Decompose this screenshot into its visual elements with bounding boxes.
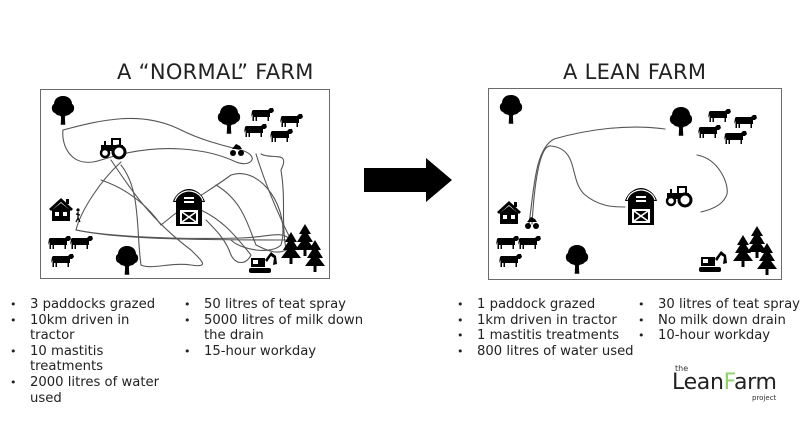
barn-icon: [172, 188, 206, 227]
normal-farm-stats-col2: 50 litres of teat spray 5000 litres of m…: [182, 297, 372, 359]
stat-item: 1km driven in tractor: [455, 313, 645, 329]
lean-farm-stats-col2: 30 litres of teat spray No milk down dra…: [636, 297, 800, 344]
tree-icon: [499, 94, 523, 124]
cow-icon: [734, 115, 757, 128]
cow-icon: [270, 129, 293, 142]
cow-icon: [499, 254, 522, 267]
person-icon: [75, 207, 81, 223]
stat-item: 50 litres of teat spray: [182, 297, 372, 313]
pine-trees-icon: [733, 226, 777, 275]
stat-item: 1 paddock grazed: [455, 297, 645, 313]
stat-item: 5000 litres of milk down the drain: [182, 313, 364, 344]
lean-farm-map: [488, 88, 782, 280]
tractor-route: [100, 173, 284, 251]
tractor-route: [75, 229, 292, 241]
tractor-route: [696, 154, 728, 213]
cow-icon: [244, 124, 267, 137]
cow-icon: [708, 109, 731, 122]
tractor-icon: [665, 184, 693, 208]
cow-icon: [518, 236, 541, 249]
house-icon: [49, 198, 73, 221]
stat-item: 10km driven in tractor: [8, 313, 178, 344]
normal-farm-map: [40, 89, 330, 279]
cow-icon: [724, 131, 747, 144]
cow-icon: [251, 108, 274, 121]
pine-trees-icon: [281, 224, 325, 272]
stat-item: 30 litres of teat spray: [636, 297, 800, 313]
stat-item: 1 mastitis treatments: [455, 328, 645, 344]
tree-icon: [115, 245, 139, 275]
normal-farm-title: A “NORMAL” FARM: [117, 60, 314, 84]
tree-icon: [565, 244, 589, 274]
logo-lean: Lean: [672, 370, 724, 395]
right-arrow-icon: [364, 158, 452, 202]
leanfarm-logo: the LeanFarm project: [672, 364, 792, 404]
house-icon: [497, 201, 521, 224]
stat-item: 2000 litres of water used: [8, 375, 160, 406]
tractor-route: [528, 126, 666, 225]
cow-icon: [496, 236, 519, 249]
cow-icon: [48, 236, 71, 249]
cow-icon: [51, 254, 74, 267]
tractor-icon: [99, 136, 127, 160]
stat-item: No milk down drain: [636, 313, 800, 329]
tractor-route: [110, 159, 203, 268]
normal-farm-stats-col1: 3 paddocks grazed 10km driven in tractor…: [8, 297, 178, 406]
tree-icon: [51, 95, 75, 125]
tree-icon: [217, 104, 241, 134]
logo-arm: arm: [733, 370, 777, 395]
stat-item: 10-hour workday: [636, 328, 800, 344]
logo-wordmark: LeanFarm: [672, 370, 777, 395]
stat-item: 15-hour workday: [182, 344, 372, 360]
logo-f: F: [723, 370, 735, 395]
lean-farm-title: A LEAN FARM: [563, 60, 707, 84]
stat-item: 10 mastitis treatments: [8, 344, 178, 375]
cow-icon: [698, 125, 721, 138]
stat-item: 800 litres of water used: [455, 344, 645, 360]
cow-icon: [280, 114, 303, 127]
tractor-route: [200, 209, 252, 264]
excavator-icon: [249, 252, 277, 273]
tractor-route: [62, 117, 253, 165]
cow-icon: [70, 236, 93, 249]
stat-item: 3 paddocks grazed: [8, 297, 178, 313]
tractor-route: [75, 153, 292, 241]
logo-the: the: [675, 364, 689, 373]
excavator-icon: [699, 251, 727, 272]
barn-icon: [624, 187, 658, 226]
tree-icon: [669, 106, 693, 136]
tractor-route: [531, 145, 626, 225]
lean-farm-stats-col1: 1 paddock grazed 1km driven in tractor 1…: [455, 297, 645, 359]
logo-project: project: [752, 394, 777, 402]
